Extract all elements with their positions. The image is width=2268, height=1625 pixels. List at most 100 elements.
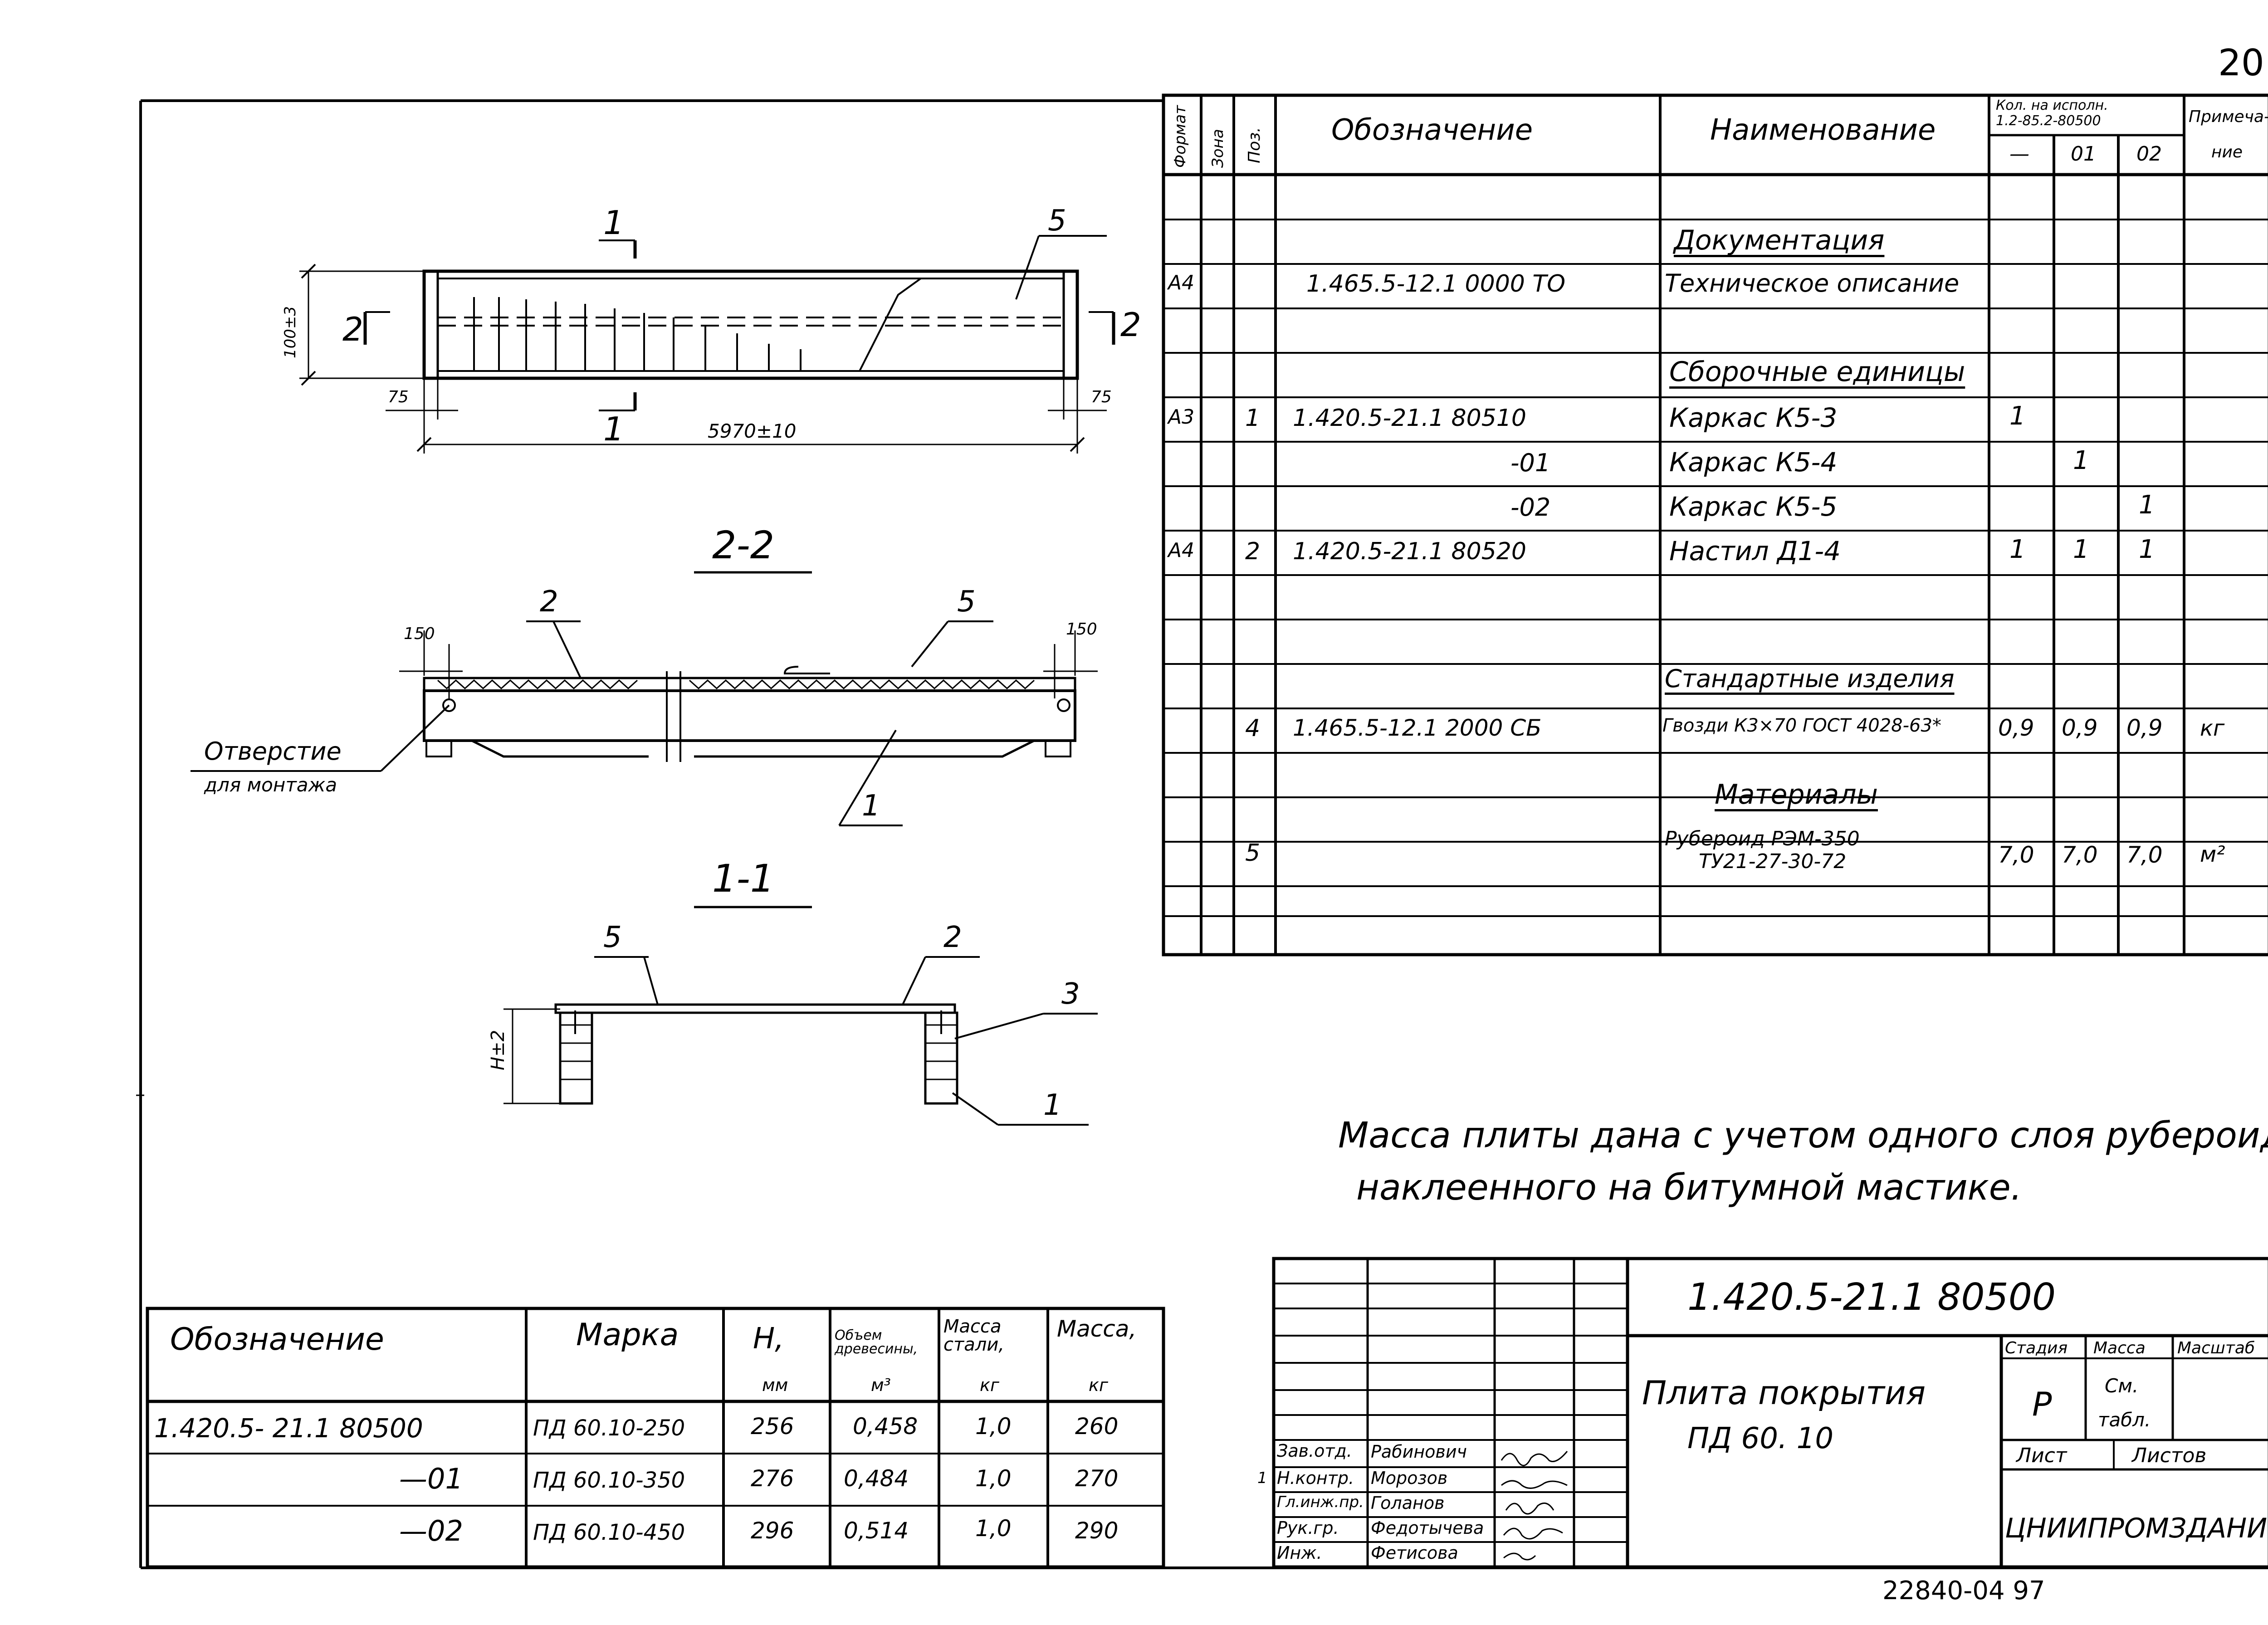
spec-section-title: Сборочные единицы [1669, 356, 1965, 388]
spec-row-name: Каркас К5-5 [1669, 491, 1838, 522]
marks-row-mark: ПД 60.10-450 [533, 1520, 685, 1545]
spec-header-zone: Зона [1209, 129, 1227, 168]
hole-label-line1: Отверстие [204, 737, 342, 766]
plan-end-dim-left: 75 [388, 388, 409, 406]
marks-header-h-unit: мм [762, 1375, 788, 1395]
title-line2: ПД 60. 10 [1687, 1422, 1834, 1455]
spec-row-pos: 5 [1245, 839, 1261, 867]
spec-row-q1: 1 [2073, 446, 2089, 475]
spec-row-designation: 1.420.5-21.1 80510 [1293, 405, 1526, 432]
marks-row-volume: 0,458 [853, 1413, 918, 1440]
spec-row-name: Каркас К5-4 [1669, 447, 1838, 478]
spec-row-name: Техническое описание [1665, 269, 1960, 298]
spec-section-title: Материалы [1715, 779, 1878, 810]
spec-header-qty-01: 01 [2071, 142, 2096, 166]
spec-header-qty-base: — [2009, 142, 2029, 166]
staff-role: Н.контр. [1277, 1468, 1354, 1488]
marks-header-volume: Объем древесины, [835, 1327, 918, 1357]
title-mass-value-1: См. [2105, 1375, 2139, 1397]
spec-row-name: Каркас К5-3 [1669, 402, 1838, 433]
title-organization: ЦНИИПРОМЗДАНИЙ [2005, 1513, 2268, 1544]
page-number: 201 [2218, 42, 2268, 84]
marks-row-h: 256 [751, 1413, 794, 1440]
marks-row-volume: 0,484 [844, 1465, 909, 1492]
spec-row-designation: 1.465.5-12.1 0000 ТО [1306, 270, 1566, 298]
staff-name: Морозов [1371, 1468, 1448, 1488]
spec-row-format: А3 [1168, 405, 1195, 429]
spec-row-q0: 1 [2009, 535, 2026, 564]
marks-row-designation: —02 [399, 1514, 463, 1547]
marks-header-mass-unit: кг [1089, 1375, 1108, 1395]
title-revision-mark: 1 [1257, 1469, 1267, 1487]
plan-callout-5: 5 [1048, 204, 1066, 238]
spec-row-designation: -02 [1510, 493, 1551, 522]
spec-row-designation: 1.465.5-12.1 2000 СБ [1293, 715, 1542, 741]
section-2-2-callout-2: 2 [540, 585, 558, 619]
spec-row-pos: 1 [1245, 405, 1261, 432]
spec-row-q0: 1 [2009, 401, 2026, 431]
marks-header-steel-unit: кг [980, 1375, 999, 1395]
marks-header-mass: Масса, [1057, 1316, 1137, 1342]
spec-row-name: Настил Д1-4 [1669, 536, 1841, 566]
spec-row-name: Гвозди К3×70 ГОСТ 4028-63* [1662, 715, 1941, 736]
title-scale-header: Масштаб [2177, 1339, 2255, 1357]
spec-row-name2: ТУ21-27-30-72 [1699, 850, 1847, 873]
marks-row-mark: ПД 60.10-250 [533, 1415, 685, 1441]
section-2-2-dim-left: 150 [404, 625, 435, 643]
title-mass-value-2: табл. [2098, 1409, 2151, 1431]
spec-header-designation: Обозначение [1331, 113, 1533, 147]
spec-row-q2: 7,0 [2126, 842, 2163, 868]
spec-row-pos: 2 [1245, 538, 1261, 565]
marks-row-mark: ПД 60.10-350 [533, 1468, 685, 1493]
marks-row-steel: 1,0 [975, 1465, 1012, 1492]
plan-section-mark-left: 2 [342, 310, 363, 348]
title-stage-value: Р [2032, 1385, 2052, 1423]
spec-header-name: Наименование [1710, 113, 1936, 147]
marks-row-designation: —01 [399, 1462, 463, 1495]
marks-row-designation: 1.420.5- 21.1 80500 [154, 1413, 423, 1444]
title-stage-header: Стадия [2005, 1339, 2068, 1357]
spec-row-q0: 7,0 [1998, 842, 2034, 868]
marks-header-volume-unit: м³ [871, 1375, 891, 1395]
note-line1: Масса плиты дана с учетом одного слоя ру… [1338, 1115, 2268, 1156]
marks-row-h: 276 [751, 1465, 794, 1492]
note-line2: наклеенного на битумной мастике. [1356, 1167, 2022, 1208]
marks-row-h: 296 [751, 1518, 794, 1544]
spec-row-q0: 0,9 [1998, 715, 2034, 741]
staff-name: Рабинович [1371, 1442, 1467, 1462]
spec-row-note: м² [2200, 842, 2225, 867]
marks-header-steel: Масса стали, [943, 1316, 1005, 1355]
section-1-1-callout-2: 2 [943, 921, 962, 954]
spec-header-qty2: 1.2-85.2-80500 [1996, 113, 2101, 129]
spec-row-format: А4 [1168, 539, 1195, 562]
section-1-1-title: 1-1 [712, 856, 775, 901]
marks-header-designation: Обозначение [170, 1322, 384, 1357]
title-line1: Плита покрытия [1642, 1374, 1926, 1412]
plan-section-mark-right: 2 [1120, 306, 1141, 344]
spec-header-note: Примеча- [2189, 107, 2268, 126]
spec-row-q1: 1 [2073, 535, 2089, 564]
staff-name: Федотычева [1371, 1518, 1484, 1538]
section-2-2-callout-5: 5 [957, 585, 976, 619]
signature-marks [1501, 1451, 1568, 1561]
section-1-1-callout-3: 3 [1061, 977, 1080, 1011]
section-1-1-callout-5: 5 [603, 921, 622, 954]
plan-section-mark-bottom: 1 [603, 410, 624, 448]
spec-row-designation: -01 [1510, 449, 1551, 477]
title-sheets-header: Листов [2132, 1444, 2207, 1467]
section-2-2-dim-right: 150 [1066, 620, 1097, 639]
staff-role: Зав.отд. [1277, 1441, 1352, 1461]
spec-header-note2: ние [2211, 143, 2243, 161]
plan-end-dim-right: 75 [1091, 388, 1112, 406]
spec-row-note: кг [2200, 716, 2225, 741]
marks-row-volume: 0,514 [844, 1518, 909, 1544]
spec-row-q1: 0,9 [2062, 715, 2098, 741]
spec-header-qty: Кол. на исполн. [1996, 98, 2108, 113]
spec-row-name: Рубероид РЭМ-350 [1665, 827, 1860, 850]
spec-row-pos: 4 [1245, 715, 1261, 742]
marks-row-steel: 1,0 [975, 1515, 1012, 1542]
archive-number: 22840-04 97 [1882, 1576, 2045, 1605]
staff-role: Рук.гр. [1277, 1518, 1339, 1538]
marks-header-h: Н, [753, 1322, 784, 1356]
marks-row-steel: 1,0 [975, 1413, 1012, 1440]
